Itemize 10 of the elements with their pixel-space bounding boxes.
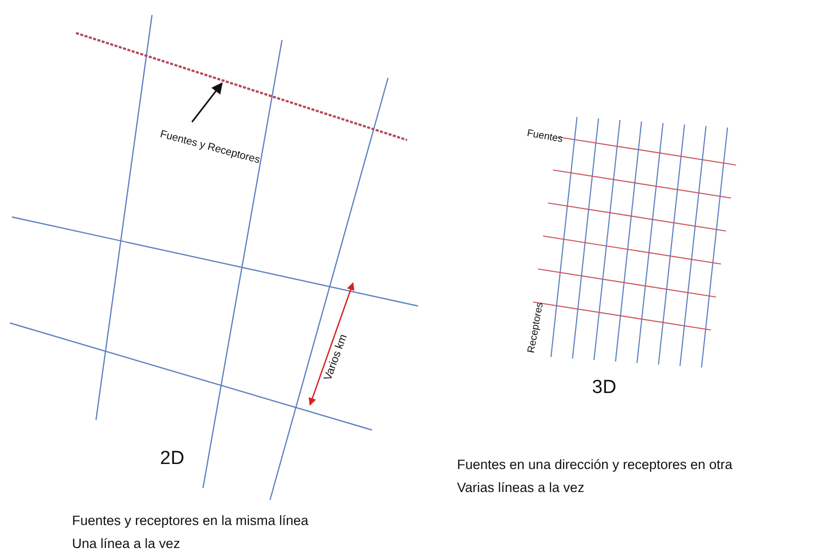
- panel-title: 2D: [160, 448, 184, 470]
- caption-text: Fuentes y receptores en la misma línea: [72, 513, 308, 529]
- panel-title: 3D: [592, 377, 616, 399]
- caption-text: Fuentes en una dirección y receptores en otra: [457, 457, 732, 473]
- axis-label: Fuentes: [526, 128, 564, 146]
- axis-label: Receptores: [526, 302, 546, 354]
- caption-text: Varias líneas a la vez: [457, 480, 584, 496]
- caption-text: Una línea a la vez: [72, 536, 180, 552]
- leader-arrow: [191, 82, 223, 122]
- dimension-label: Varios km: [322, 332, 350, 382]
